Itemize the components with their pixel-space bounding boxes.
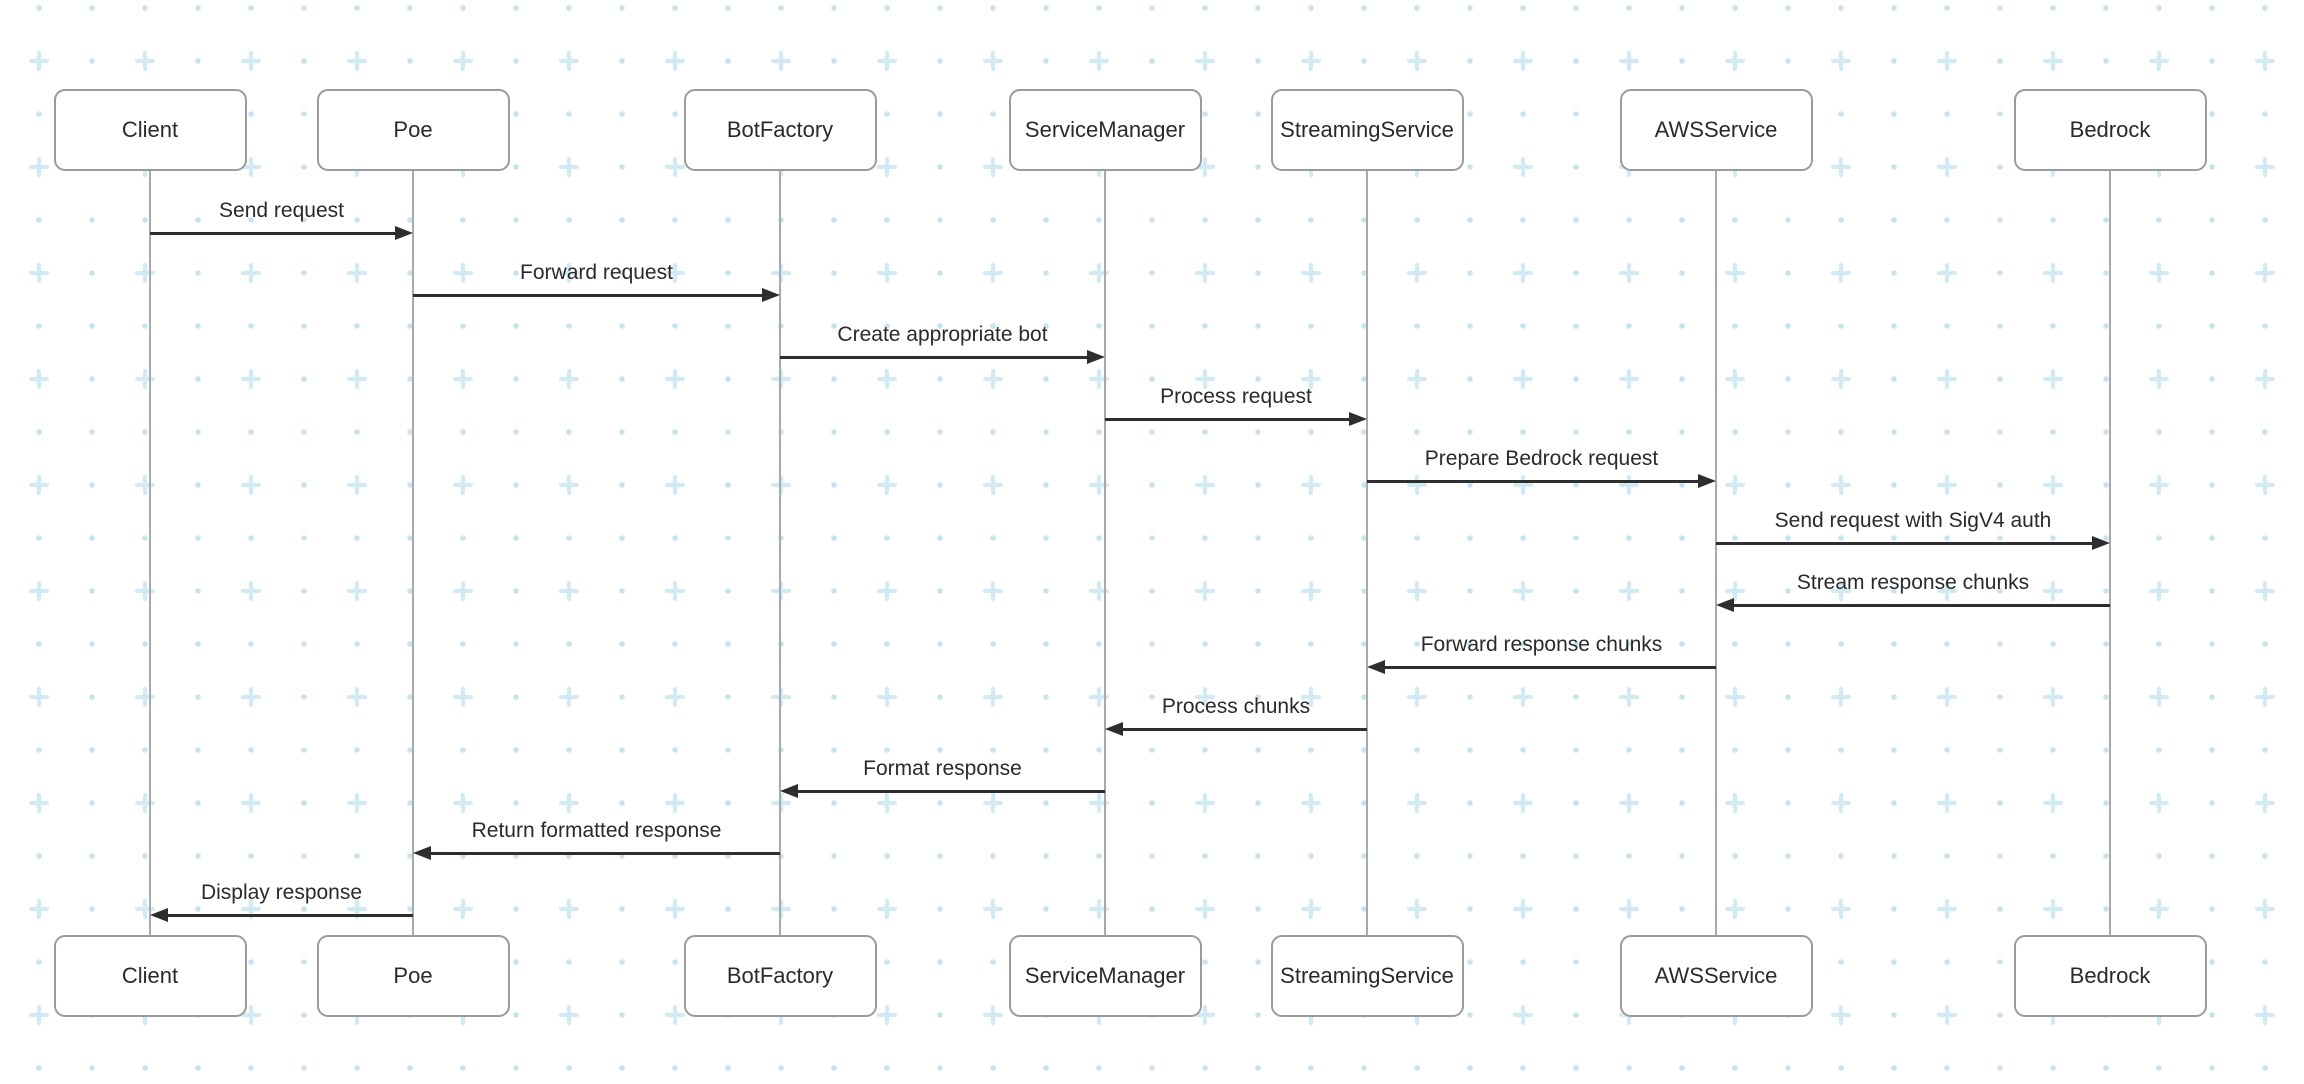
message-label: Process request xyxy=(1160,385,1312,408)
arrow-line xyxy=(1120,727,1367,731)
lifeline-poe xyxy=(411,171,415,935)
message-label: Create appropriate bot xyxy=(837,323,1048,346)
actor-box-top-awsservice[interactable]: AWSService xyxy=(1619,89,1813,171)
arrow-line xyxy=(150,231,398,235)
actor-box-top-poe[interactable]: Poe xyxy=(316,89,510,171)
lifeline-botfactory xyxy=(778,171,782,935)
message-label: Stream response chunks xyxy=(1796,571,2030,594)
arrowhead-icon xyxy=(1716,598,1734,612)
actor-box-bottom-bedrock[interactable]: Bedrock xyxy=(2013,935,2207,1017)
actor-box-bottom-botfactory[interactable]: BotFactory xyxy=(683,935,877,1017)
arrowhead-icon xyxy=(2092,536,2110,550)
actor-box-bottom-awsservice[interactable]: AWSService xyxy=(1619,935,1813,1017)
message-label: Display response xyxy=(200,881,363,904)
arrowhead-icon xyxy=(1087,350,1105,364)
lifeline-awsservice xyxy=(1714,171,1718,935)
message-label: Forward response chunks xyxy=(1420,633,1663,656)
message-label: Send request xyxy=(219,199,344,222)
actor-label: StreamingService xyxy=(1280,117,1454,142)
lifeline-bedrock xyxy=(2108,171,2112,935)
actor-label: AWSService xyxy=(1654,963,1778,988)
actor-box-top-streamingservice[interactable]: StreamingService xyxy=(1270,89,1464,171)
arrowhead-icon xyxy=(1105,722,1123,736)
actor-label: BotFactory xyxy=(726,963,834,988)
actor-label: Bedrock xyxy=(2069,963,2151,988)
message-label: Forward request xyxy=(520,261,673,284)
arrow-line xyxy=(1382,665,1716,669)
actor-label: Poe xyxy=(393,117,433,142)
arrow-line xyxy=(795,789,1105,793)
message-label: Return formatted response xyxy=(471,819,722,842)
arrow-line xyxy=(428,851,780,855)
arrowhead-icon xyxy=(150,908,168,922)
actor-box-top-bedrock[interactable]: Bedrock xyxy=(2013,89,2207,171)
actor-label: BotFactory xyxy=(726,117,834,142)
arrow-line xyxy=(1105,417,1352,421)
arrow-line xyxy=(1716,541,2095,545)
arrow-line xyxy=(780,355,1090,359)
arrowhead-icon xyxy=(1698,474,1716,488)
actor-label: Bedrock xyxy=(2069,117,2151,142)
arrow-line xyxy=(1731,603,2110,607)
actor-box-top-servicemanager[interactable]: ServiceManager xyxy=(1008,89,1202,171)
arrowhead-icon xyxy=(395,226,413,240)
message-label: Send request with SigV4 auth xyxy=(1774,509,2052,532)
actor-box-bottom-poe[interactable]: Poe xyxy=(316,935,510,1017)
actor-box-bottom-servicemanager[interactable]: ServiceManager xyxy=(1008,935,1202,1017)
message-label: Format response xyxy=(863,757,1022,780)
message-label: Process chunks xyxy=(1161,695,1311,718)
arrow-line xyxy=(1367,479,1701,483)
actor-label: ServiceManager xyxy=(1024,963,1186,988)
lifeline-streamingservice xyxy=(1365,171,1369,935)
message-label: Prepare Bedrock request xyxy=(1424,447,1659,470)
actor-label: AWSService xyxy=(1654,117,1778,142)
actor-label: Client xyxy=(121,963,179,988)
arrowhead-icon xyxy=(762,288,780,302)
actor-label: Client xyxy=(121,117,179,142)
actor-label: StreamingService xyxy=(1280,963,1454,988)
arrowhead-icon xyxy=(1367,660,1385,674)
arrowhead-icon xyxy=(1349,412,1367,426)
actor-label: ServiceManager xyxy=(1024,117,1186,142)
actor-box-top-client[interactable]: Client xyxy=(53,89,247,171)
actor-label: Poe xyxy=(393,963,433,988)
arrowhead-icon xyxy=(780,784,798,798)
actor-box-bottom-client[interactable]: Client xyxy=(53,935,247,1017)
arrow-line xyxy=(413,293,765,297)
arrowhead-icon xyxy=(413,846,431,860)
lifeline-servicemanager xyxy=(1103,171,1107,935)
arrow-line xyxy=(165,913,413,917)
actor-box-bottom-streamingservice[interactable]: StreamingService xyxy=(1270,935,1464,1017)
lifeline-client xyxy=(148,171,152,935)
actor-box-top-botfactory[interactable]: BotFactory xyxy=(683,89,877,171)
